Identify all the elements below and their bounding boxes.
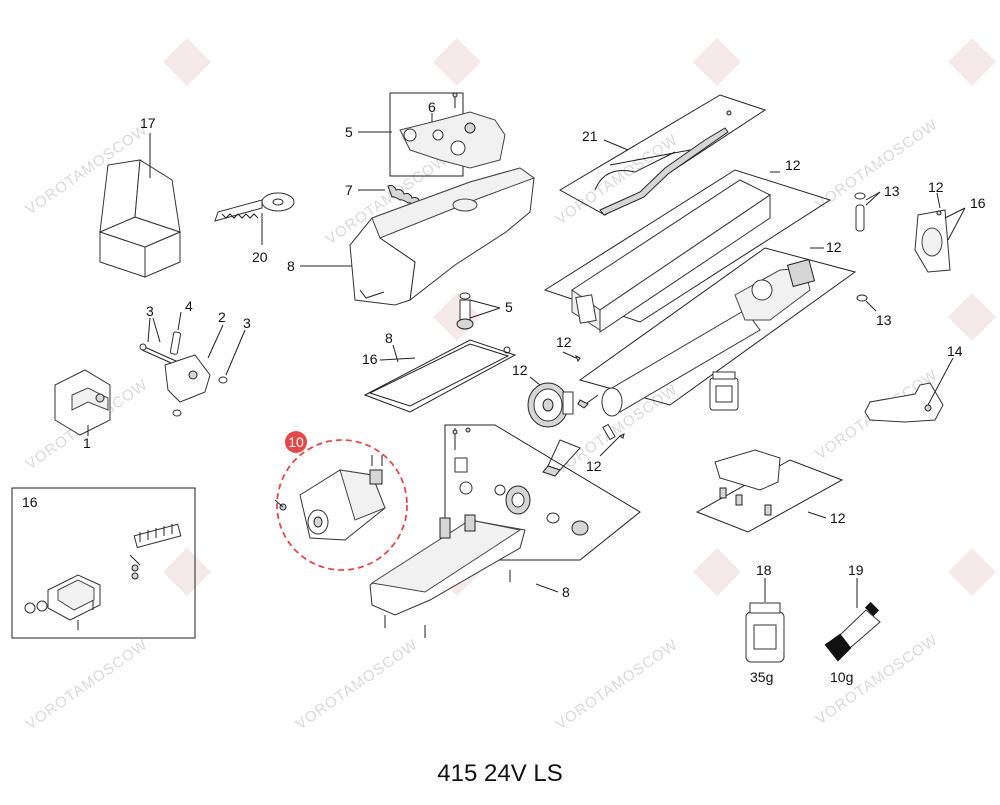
watermark-logo	[947, 547, 997, 597]
part-label-17: 17	[140, 115, 156, 131]
part-8-gasket	[363, 339, 517, 413]
part-12-pin	[599, 423, 625, 457]
grease-jar-weight: 35g	[750, 669, 773, 685]
part-label-5: 5	[505, 299, 513, 315]
watermark-logo	[162, 547, 212, 597]
part-label-18: 18	[756, 562, 772, 578]
parts-group-front-bracket	[54, 311, 246, 436]
part-21-wiring-harness	[558, 94, 767, 216]
part-label-12: 12	[512, 362, 528, 378]
part-label-7: 7	[345, 182, 353, 198]
part-label-19: 19	[848, 562, 864, 578]
watermark-logo	[692, 37, 742, 87]
watermark-text: VOROTAMOSCOW	[553, 636, 682, 733]
grease-jar-icon	[709, 371, 739, 411]
highlight-badge	[285, 431, 307, 453]
part-label-13: 13	[884, 183, 900, 199]
part-label-6: 6	[428, 99, 436, 115]
diagram-title: 415 24V LS	[437, 760, 563, 787]
part-label-12: 12	[785, 157, 801, 173]
watermark-text: VOROTAMOSCOW	[293, 636, 422, 733]
part-label-12: 12	[826, 239, 842, 255]
part-label-8: 8	[287, 258, 295, 274]
part-label-16: 16	[22, 494, 38, 510]
part-label-4: 4	[185, 298, 193, 314]
part-5-pivot	[456, 292, 501, 330]
part-label-8: 8	[562, 584, 570, 600]
part-label-12: 12	[556, 334, 572, 350]
part-13-pin	[854, 191, 881, 232]
part-label-12: 12	[928, 179, 944, 195]
part-17-box	[98, 133, 182, 278]
part-14-rear-bracket	[864, 357, 954, 423]
part-12-gear-wheel	[527, 376, 574, 428]
part-label-16: 16	[970, 195, 986, 211]
highlight-circle	[276, 439, 408, 571]
part-12-outer-housing	[543, 169, 832, 333]
part-label-10: 10	[288, 434, 304, 450]
part-label-5: 5	[345, 124, 353, 140]
part-19-grease-tube	[824, 578, 881, 662]
part-12-screw	[562, 351, 581, 363]
watermark-logo	[162, 37, 212, 87]
part-label-1: 1	[83, 435, 91, 451]
watermark-logo	[947, 37, 997, 87]
watermark-text: VOROTAMOSCOW	[23, 636, 152, 733]
part-8-base-housing	[369, 424, 641, 638]
part-20-release-key	[214, 192, 295, 245]
part-8-top-cover	[300, 167, 536, 306]
part-label-20: 20	[252, 249, 268, 265]
part-12-drive-screw-assembly	[577, 247, 857, 417]
part-label-13: 13	[876, 312, 892, 328]
part-label-12: 12	[830, 510, 846, 526]
part-label-21: 21	[582, 128, 598, 144]
parts-group-top-cover-bracket	[358, 92, 506, 207]
part-label-3: 3	[146, 303, 154, 319]
part-10-motor	[274, 439, 408, 571]
grease-tube-icon	[542, 439, 581, 477]
part-13-circlip	[856, 294, 877, 312]
part-16-rear-bracket	[914, 192, 966, 273]
part-label-16: 16	[362, 351, 378, 367]
watermark-logo	[947, 292, 997, 342]
grease-tube-weight: 10g	[830, 669, 853, 685]
part-label-14: 14	[947, 343, 963, 359]
part-16-junction-box-panel	[11, 487, 196, 639]
part-label-2: 2	[218, 309, 226, 325]
part-12-end-cap	[695, 449, 844, 533]
watermark-logo	[432, 37, 482, 87]
part-label-8: 8	[385, 330, 393, 346]
watermark-logo	[692, 547, 742, 597]
part-label-3: 3	[243, 315, 251, 331]
part-label-12: 12	[586, 458, 602, 474]
watermark-text: VOROTAMOSCOW	[813, 116, 942, 213]
part-18-grease-jar	[745, 578, 785, 663]
